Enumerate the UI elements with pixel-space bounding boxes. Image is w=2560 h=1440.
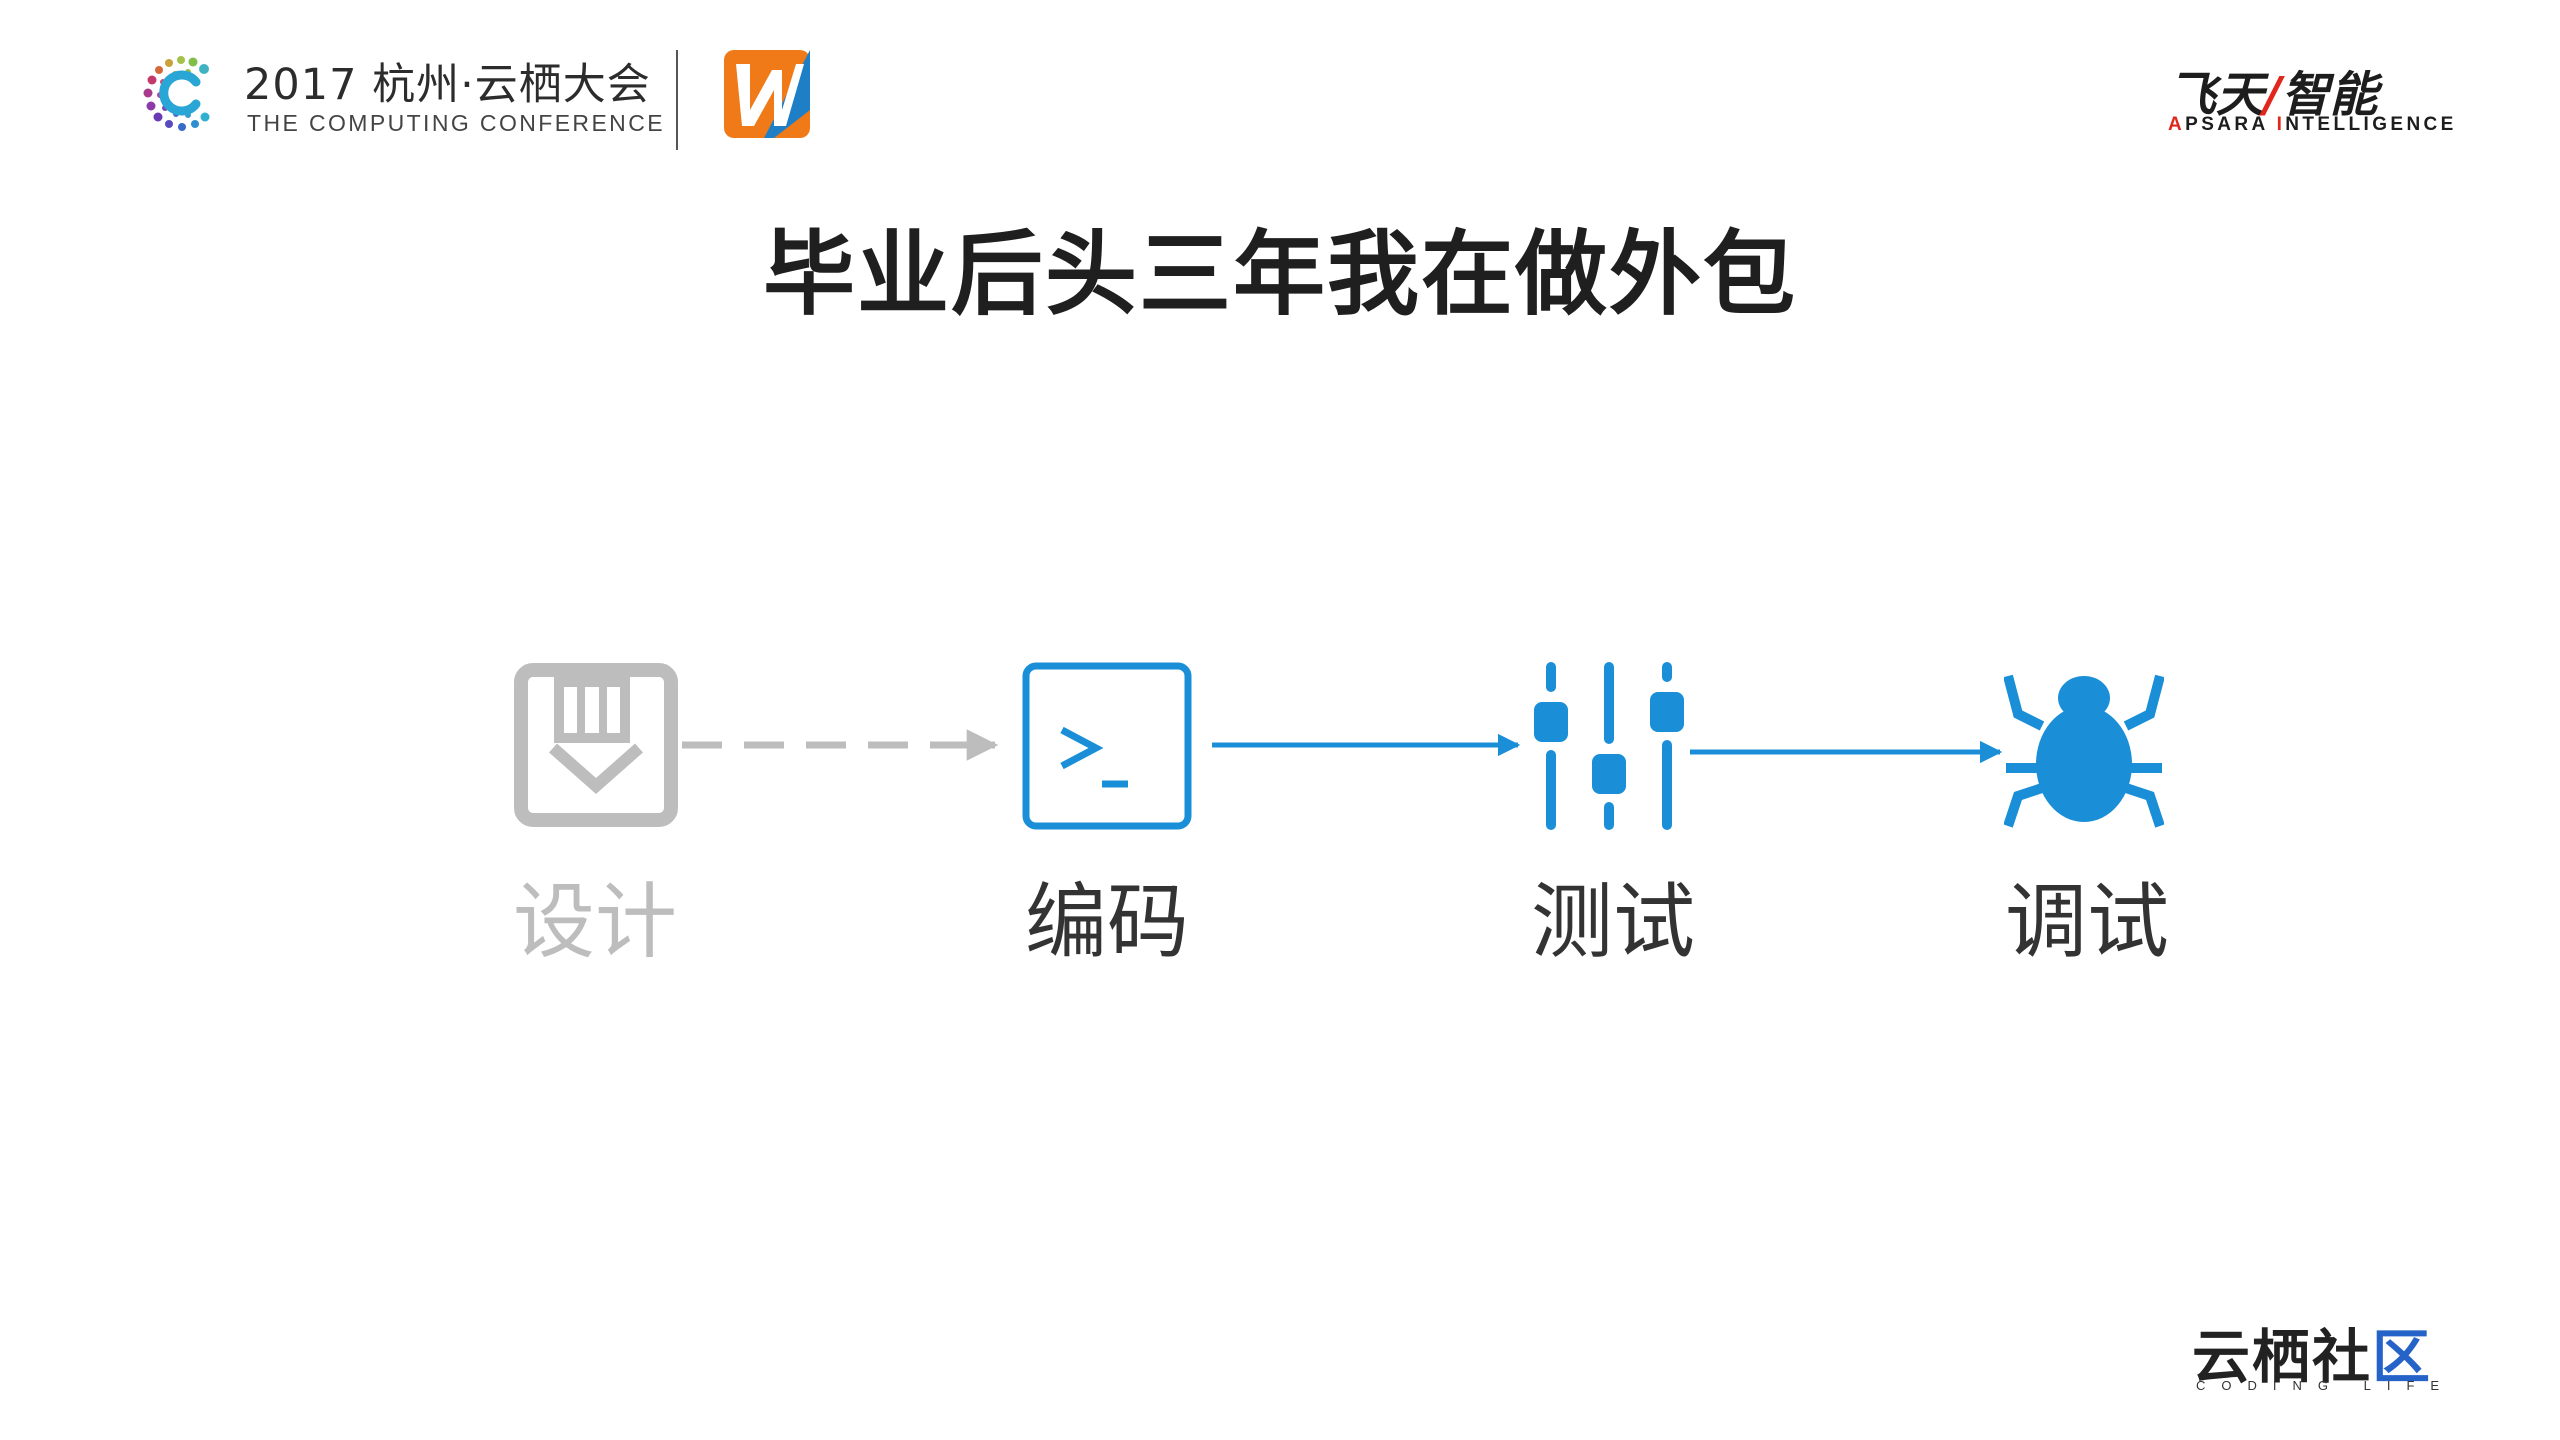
- brand-apsara-cn: 飞天/智能: [2168, 55, 2378, 125]
- brand-cn-right: 智能: [2281, 67, 2378, 123]
- step-label-test: 测试: [1530, 875, 1695, 970]
- conference-subtitle: THE COMPUTING CONFERENCE: [247, 110, 665, 136]
- community-logo-en: CODING LIFE: [2196, 1378, 2456, 1393]
- brand-en-initial-i: I: [2276, 114, 2286, 135]
- community-cn-last: 区: [2372, 1323, 2433, 1391]
- bug-icon: [2004, 674, 2164, 828]
- header-divider: [676, 50, 678, 150]
- sliders-icon: [1534, 662, 1684, 830]
- community-logo-cn: 云栖社区: [2192, 1310, 2432, 1394]
- community-cn-main: 云栖社: [2192, 1323, 2373, 1391]
- conference-title: 2017 杭州·云栖大会: [244, 60, 651, 110]
- brand-en-psara: PSARA: [2185, 114, 2277, 135]
- w-logo-icon: [724, 50, 810, 138]
- slide-title: 毕业后头三年我在做外包: [762, 221, 1797, 328]
- terminal-icon: [1022, 662, 1192, 830]
- brand-apsara-en: APSARA INTELLIGENCE: [2168, 114, 2457, 136]
- brand-cn-left: 飞天: [2168, 67, 2265, 123]
- brand-en-ntelligence: NTELLIGENCE: [2285, 114, 2457, 135]
- conference-logo-icon: [143, 56, 210, 131]
- pencil-down-icon: [514, 663, 678, 827]
- step-label-code: 编码: [1024, 875, 1189, 970]
- brand-cn-slash: /: [2264, 67, 2282, 123]
- step-label-debug: 调试: [2004, 875, 2169, 970]
- step-label-design: 设计: [512, 875, 677, 970]
- brand-en-initial-a: A: [2168, 114, 2186, 135]
